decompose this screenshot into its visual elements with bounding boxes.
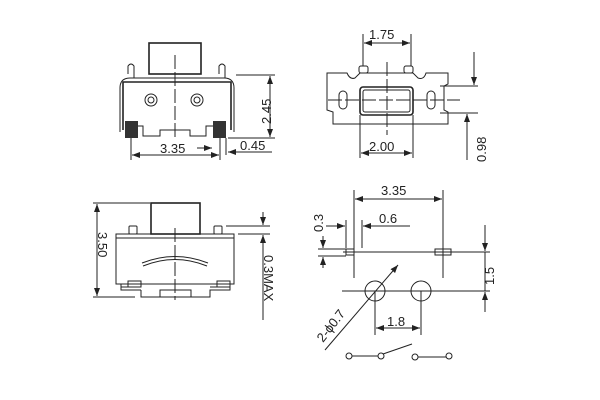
terminal-pad-right	[213, 121, 226, 138]
dim-3.50: 3.50	[95, 232, 110, 257]
side-view: 3.50 0.3MAX	[93, 202, 276, 320]
dim-0.6: 0.6	[379, 211, 397, 226]
dim-1.5: 1.5	[482, 267, 497, 285]
pin-left	[358, 65, 369, 74]
dim-1.75: 1.75	[369, 27, 394, 42]
dim-2.45: 2.45	[259, 99, 274, 124]
switch-schematic-symbol	[345, 343, 453, 361]
dim-3.35-pcb: 3.35	[381, 183, 406, 198]
dim-2.00: 2.00	[369, 139, 394, 154]
body-outline	[122, 81, 232, 130]
dim-1.8: 1.8	[387, 314, 405, 329]
dim-0.3max: 0.3MAX	[261, 255, 276, 302]
rivet-right	[190, 93, 204, 107]
dim-0.98: 0.98	[474, 137, 489, 162]
rivet-left	[144, 93, 158, 107]
top-view: 1.75 2.00 0.98	[326, 27, 489, 162]
dim-0.3: 0.3	[311, 214, 326, 232]
dim-hole-diameter: 2-ϕ0.7	[314, 307, 349, 345]
pcb-layout: 3.35 0.6 0.3 1.8 2-ϕ0.7 1.5	[311, 183, 497, 361]
front-view: 2.45 3.35 0.45	[119, 42, 275, 160]
terminal-pad-left	[125, 121, 138, 138]
housing-outline	[119, 77, 235, 132]
body-outline	[326, 72, 449, 125]
dim-0.45: 0.45	[240, 138, 265, 153]
dim-3.35-front: 3.35	[160, 141, 185, 156]
pin-right	[403, 65, 414, 74]
